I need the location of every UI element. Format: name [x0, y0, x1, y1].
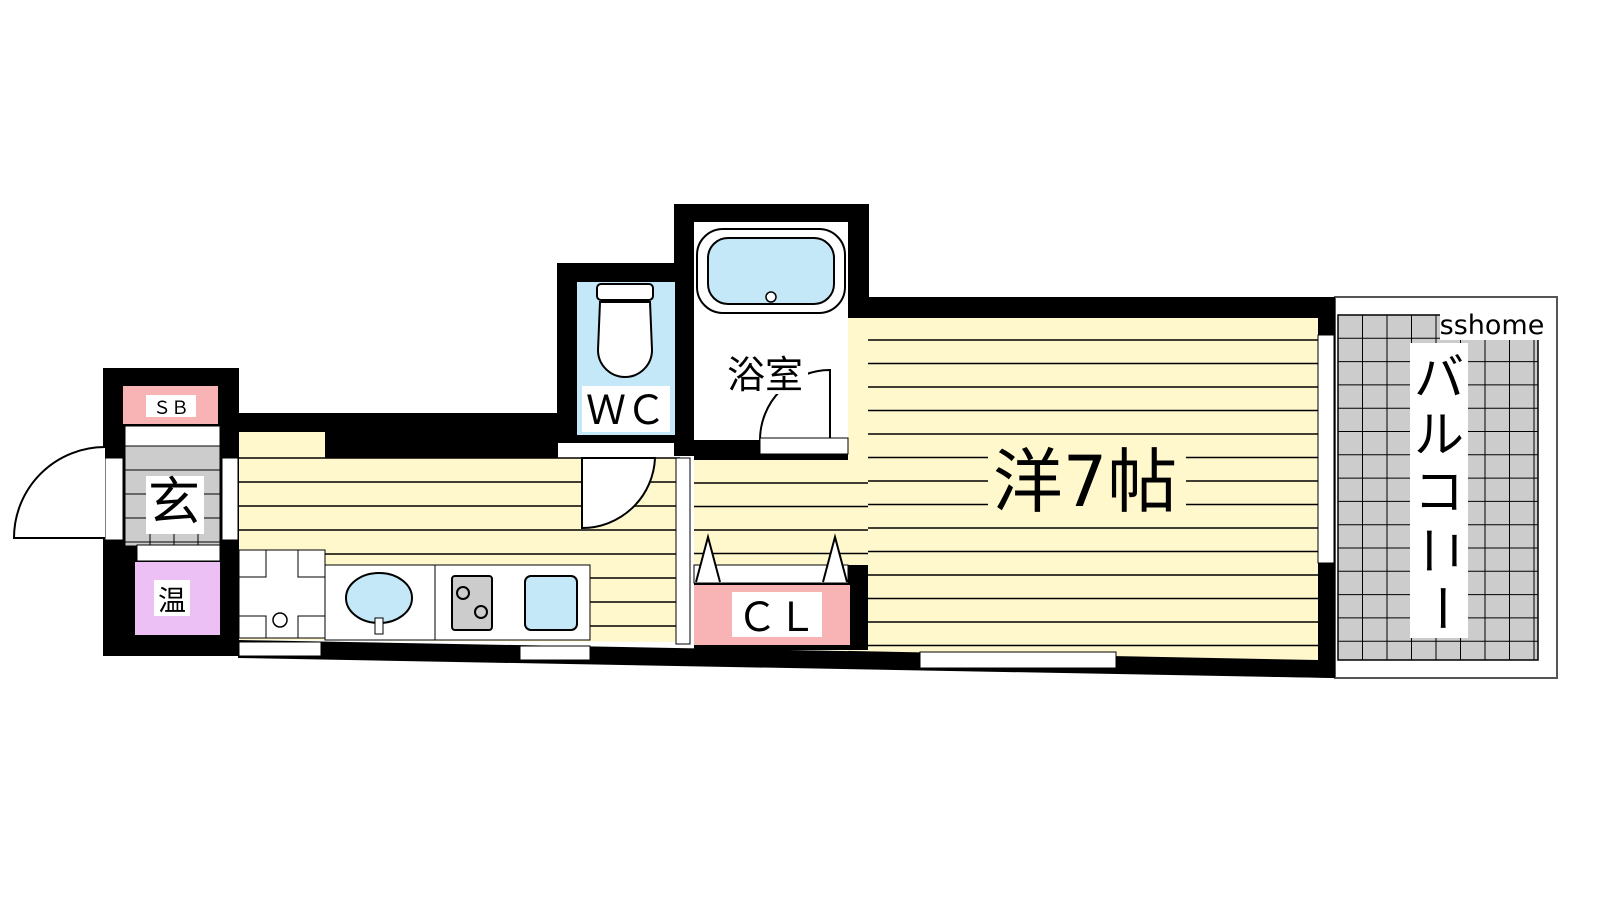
balcony-label-char: バ — [1414, 349, 1464, 407]
balcony-label-char: ル — [1414, 406, 1464, 464]
entry-door[interactable] — [12, 446, 106, 539]
drain-icon — [765, 291, 777, 303]
entrance: ＳＢ 玄 温 — [12, 386, 239, 635]
kitchen-sink-icon — [524, 575, 578, 631]
sink-icon — [345, 572, 413, 624]
closet: ＣＬ — [693, 533, 868, 650]
balcony-label-char: ニ — [1412, 526, 1470, 576]
water-heater-label: 温 — [158, 584, 186, 617]
toilet-label: ＷＣ — [586, 388, 666, 434]
balcony-window[interactable] — [1317, 334, 1335, 564]
balcony-label-char: コ — [1414, 463, 1464, 521]
stove-icon — [451, 575, 493, 631]
toilet-room: ＷＣ — [577, 282, 675, 530]
shoe-box-label: ＳＢ — [153, 398, 189, 419]
closet-label: ＣＬ — [737, 595, 817, 641]
western-room-label: 洋7帖 — [993, 441, 1178, 523]
watermark: sshome — [1440, 310, 1545, 341]
balcony-label-char: ー — [1412, 583, 1470, 633]
bathroom-label: 浴室 — [727, 353, 803, 397]
entrance-label: 玄 — [148, 473, 200, 533]
bathroom: 浴室 — [694, 222, 849, 455]
south-window — [919, 651, 1117, 669]
kitchen — [238, 457, 691, 661]
